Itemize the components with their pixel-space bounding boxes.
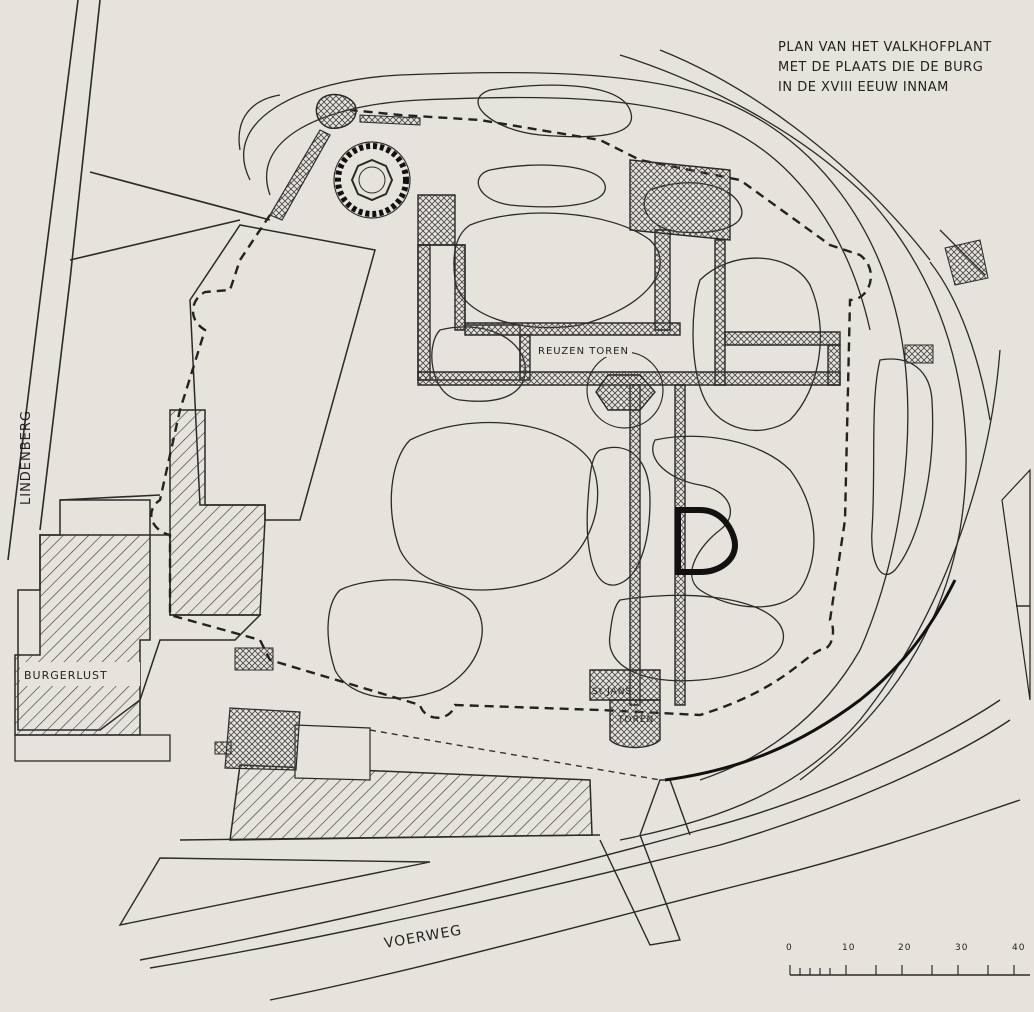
reuzen-toren-ruin <box>586 351 664 429</box>
st-jans-toren <box>609 699 661 749</box>
east-steps <box>904 239 989 364</box>
title-line-3: IN DE XVIII EEUW INNAM <box>778 80 949 95</box>
scale-tick-20: 20 <box>898 943 911 953</box>
sixteen-sided-chapel <box>333 141 411 219</box>
scale-tick-30: 30 <box>955 943 968 953</box>
scale-tick-10: 10 <box>842 943 855 953</box>
label-st-jans: St JANS <box>592 687 632 697</box>
buildings-south <box>214 647 593 841</box>
scale-bar: 0 10 20 30 40 <box>786 943 1030 976</box>
north-arrow-icon <box>1001 468 1031 701</box>
label-reuzen-toren: REUZEN TOREN <box>538 346 629 357</box>
title-block: PLAN VAN HET VALKHOFPLANT MET DE PLAATS … <box>778 40 992 95</box>
label-toren: TOREN <box>617 715 654 725</box>
scale-tick-0: 0 <box>786 943 793 953</box>
castle-boundary-dashed <box>150 108 872 719</box>
roads-south <box>118 699 1021 1001</box>
apse-ruin <box>675 507 739 575</box>
park-paths <box>238 49 1001 841</box>
outer-wall <box>664 579 957 782</box>
street-lines-west <box>7 0 271 561</box>
scale-tick-40: 40 <box>1012 943 1025 953</box>
buildings-west <box>14 224 376 762</box>
south-path-dashed <box>369 729 661 781</box>
label-burgerlust: BURGERLUST <box>24 669 108 682</box>
title-line-1: PLAN VAN HET VALKHOFPLANT <box>778 40 992 55</box>
title-line-2: MET DE PLAATS DIE DE BURG <box>778 60 983 75</box>
nw-structures <box>269 93 421 221</box>
label-lindenberg: LINDENBERG <box>19 410 34 505</box>
